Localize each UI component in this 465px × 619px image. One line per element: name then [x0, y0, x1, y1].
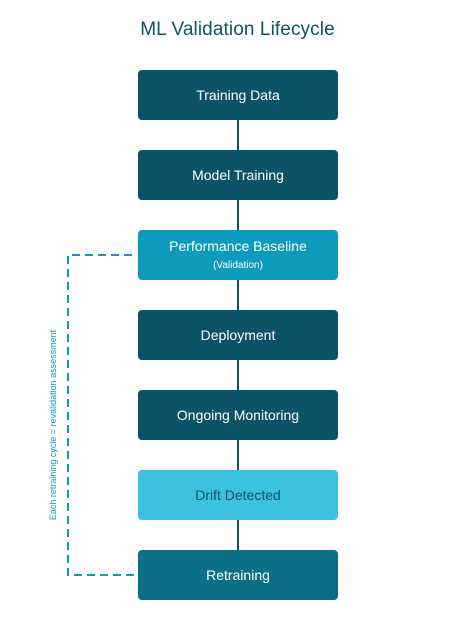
stage-training-data: Training Data	[138, 70, 338, 120]
stage-label: Model Training	[192, 166, 284, 183]
connector-line	[237, 360, 239, 390]
connector-line	[237, 120, 239, 150]
stage-label: Training Data	[196, 86, 280, 103]
stage-model-training: Model Training	[138, 150, 338, 200]
stage-drift-detected: Drift Detected	[138, 470, 338, 520]
stage-ongoing-monitoring: Ongoing Monitoring	[138, 390, 338, 440]
stage-sublabel: (Validation)	[213, 260, 263, 271]
connector-line	[237, 200, 239, 230]
stage-label: Drift Detected	[195, 486, 281, 503]
stage-retraining: Retraining	[138, 550, 338, 600]
stage-label: Deployment	[200, 326, 276, 343]
stage-label: Ongoing Monitoring	[176, 406, 300, 423]
feedback-loop-label: Each retraining cycle = revalidation ass…	[48, 329, 58, 521]
stage-label: Retraining	[206, 566, 270, 583]
stage-performance-baseline: Performance Baseline (Validation)	[138, 230, 338, 280]
stage-label: Performance Baseline	[169, 238, 307, 254]
connector-line	[237, 280, 239, 310]
diagram-title: ML Validation Lifecycle	[140, 19, 335, 40]
connector-line	[237, 520, 239, 550]
stage-deployment: Deployment	[138, 310, 338, 360]
connector-line	[237, 440, 239, 470]
